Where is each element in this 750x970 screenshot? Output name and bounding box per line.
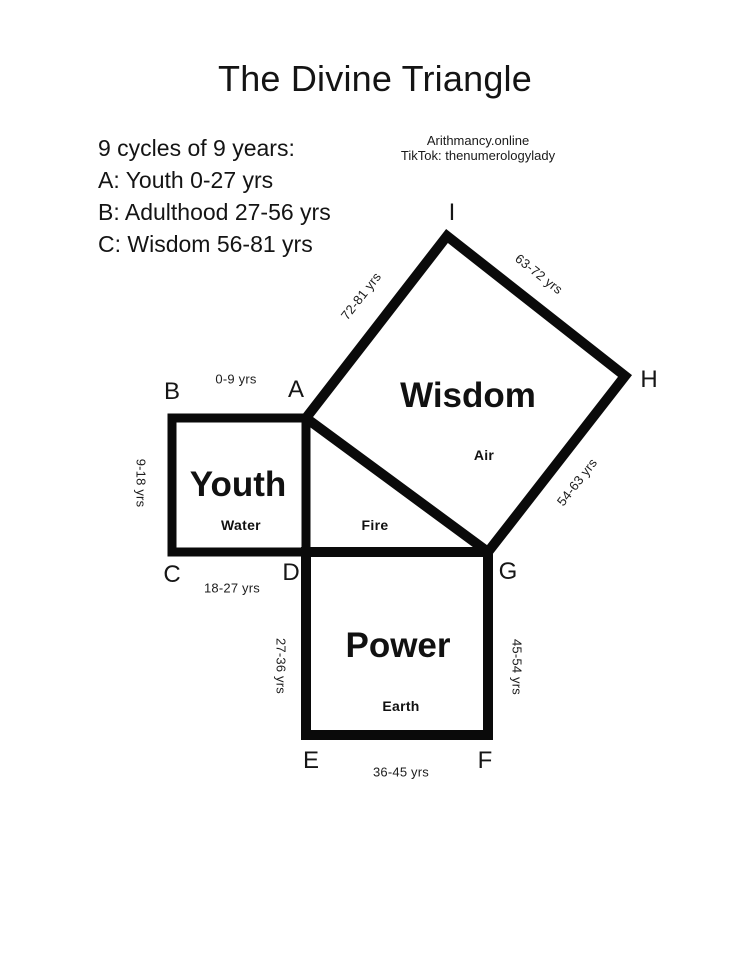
vertex-label-c: C (163, 561, 181, 588)
youth-square-outline (167, 413, 311, 557)
element-label-earth: Earth (382, 698, 420, 714)
power-square-outline (301, 547, 493, 740)
vertex-label-g: G (498, 558, 518, 585)
edge-label-18-27: 18-27 yrs (204, 580, 260, 596)
legend-cycle-b: B: Adulthood 27-56 yrs (98, 199, 331, 225)
page-title: The Divine Triangle (218, 58, 532, 99)
credits-block: Arithmancy.online TikTok: thenumerologyl… (383, 133, 573, 163)
element-label-water: Water (221, 517, 261, 533)
vertex-label-a: A (287, 376, 305, 403)
credits-website: Arithmancy.online (426, 133, 530, 148)
region-label-wisdom: Wisdom (400, 376, 536, 415)
wisdom-square-outline (298, 228, 633, 559)
legend-cycle-c: C: Wisdom 56-81 yrs (98, 231, 313, 257)
vertex-label-f: F (477, 747, 493, 774)
credits-tiktok: TikTok: thenumerologylady (400, 148, 556, 163)
edge-label-45-54: 45-54 yrs (509, 639, 525, 695)
element-label-air: Air (473, 447, 495, 463)
edge-label-27-36: 27-36 yrs (273, 638, 289, 694)
vertex-label-b: B (163, 378, 181, 405)
edge-label-9-18: 9-18 yrs (133, 458, 149, 508)
legend-heading: 9 cycles of 9 years: (98, 135, 295, 161)
region-label-power: Power (345, 626, 451, 665)
edge-label-0-9: 0-9 yrs (215, 371, 257, 387)
legend-cycle-a: A: Youth 0-27 yrs (98, 167, 274, 193)
vertex-label-d: D (282, 559, 300, 586)
vertex-label-e: E (302, 747, 320, 774)
vertex-label-h: H (640, 366, 658, 393)
vertex-label-i: I (448, 199, 456, 226)
region-label-youth: Youth (189, 465, 287, 504)
element-label-fire: Fire (361, 517, 389, 533)
cycles-legend: 9 cycles of 9 years: A: Youth 0-27 yrs B… (98, 132, 331, 260)
edge-label-36-45: 36-45 yrs (373, 764, 429, 780)
